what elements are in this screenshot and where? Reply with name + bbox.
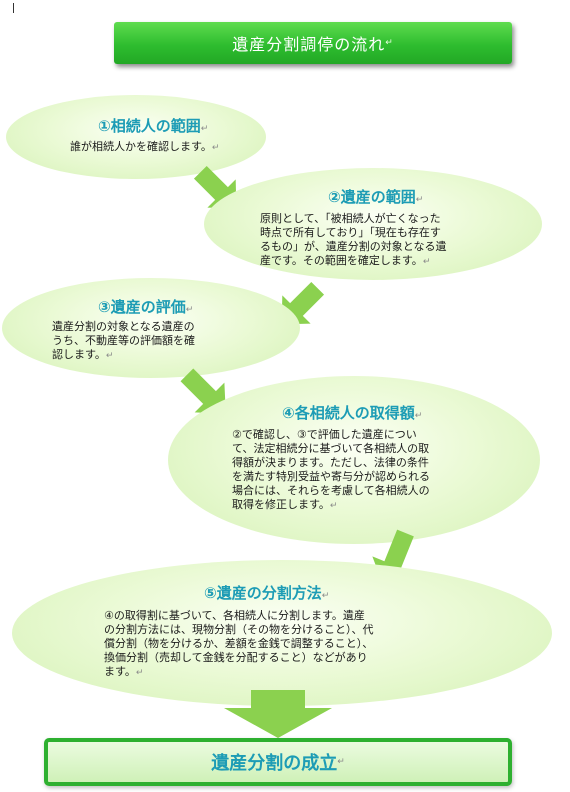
paragraph-mark: ↵ [200,124,209,134]
step-5-ellipse [12,560,552,706]
flow-header: 遺産分割調停の流れ↵ [114,22,512,64]
paragraph-mark: ↵ [337,757,345,767]
step-4-title-text: ④各相続人の取得額 [282,404,415,422]
step-4-line-4: を満たす特別受益や寄与分が認められる [232,470,430,483]
step-4-line-6: 取得を修正します。↵ [232,498,338,511]
step-4-title: ④各相続人の取得額↵ [282,402,422,423]
paragraph-mark: ↵ [211,143,220,153]
final-result-title: 遺産分割の成立 [211,753,338,774]
step-5-line-4: 換価分割（売却して金銭を分配すること）などがあり [104,651,368,664]
flow-arrow-down [224,690,332,738]
step-5-title: ⑤遺産の分割方法↵ [204,582,329,603]
step-3-title-text: ③遺産の評価 [98,298,186,316]
step-1-title-text: ①相続人の範囲 [98,117,201,135]
paragraph-mark: ↵ [135,668,144,678]
step-2-body: 原則として、「被相続人が亡くなった 時点で所有しており」「現在も存在す るもの」… [260,212,446,269]
step-5-line-1: ④の取得割に基づいて、各相続人に分割します。遺産 [104,609,365,622]
step-1-body: 誰が相続人かを確認します。↵ [70,140,219,155]
step-1-title: ①相続人の範囲↵ [98,115,208,136]
step-3-title: ③遺産の評価↵ [98,296,193,317]
paragraph-mark: ↵ [422,257,431,267]
step-4-line-5: 場合には、それらを考慮して各相続人の [232,484,430,497]
step-2-ellipse [204,168,542,280]
text-cursor [13,3,14,13]
step-3-line-1: 遺産分割の対象となる遺産の [52,320,195,333]
step-4-line-1: ②で確認し、③で評価した遺産につい [232,428,417,441]
paragraph-mark: ↵ [414,411,423,421]
flow-arrow-3 [180,368,226,414]
step-2-title-text: ②遺産の範囲 [328,188,416,206]
step-2-line-4: 産です。その範囲を確定します。↵ [260,254,431,267]
step-5-line-5: ます。↵ [104,665,144,678]
step-2-line-1: 原則として、「被相続人が亡くなった [260,212,441,225]
step-1-line-1: 誰が相続人かを確認します。↵ [70,140,220,153]
step-4-ellipse [168,376,540,544]
step-1-ellipse [6,95,266,179]
step-2-line-2: 時点で所有しており」「現在も存在す [260,226,441,239]
paragraph-mark: ↵ [105,351,114,361]
step-3-body: 遺産分割の対象となる遺産の うち、不動産等の評価額を確 認します。↵ [52,320,195,363]
step-4-line-2: て、法定相続分に基づいて各相続人の取 [232,442,430,455]
final-result-box: 遺産分割の成立↵ [44,738,512,786]
step-2-title: ②遺産の範囲↵ [328,186,423,207]
paragraph-mark: ↵ [321,591,330,601]
flow-header-title: 遺産分割調停の流れ [232,35,386,54]
paragraph-mark: ↵ [329,501,338,511]
step-5-body: ④の取得割に基づいて、各相続人に分割します。遺産 の分割方法には、現物分割（その… [104,609,374,680]
step-5-title-text: ⑤遺産の分割方法 [204,584,322,602]
step-3-ellipse [2,278,300,378]
paragraph-mark: ↵ [185,305,194,315]
step-2-line-3: るもの」が、遺産分割の対象となる遺 [260,240,447,253]
step-3-line-2: うち、不動産等の評価額を確 [52,334,195,347]
step-3-line-3: 認します。↵ [52,348,114,361]
paragraph-mark: ↵ [385,38,394,48]
step-5-line-2: の分割方法には、現物分割（その物を分けること）、代 [104,623,374,636]
paragraph-mark: ↵ [415,195,424,205]
step-4-body: ②で確認し、③で評価した遺産につい て、法定相続分に基づいて各相続人の取 得額が… [232,428,430,513]
step-5-line-3: 償分割（物を分けるか、差額を金銭で調整すること）、 [104,637,374,650]
step-4-line-3: 得額が決まります。ただし、法律の条件 [232,456,429,469]
